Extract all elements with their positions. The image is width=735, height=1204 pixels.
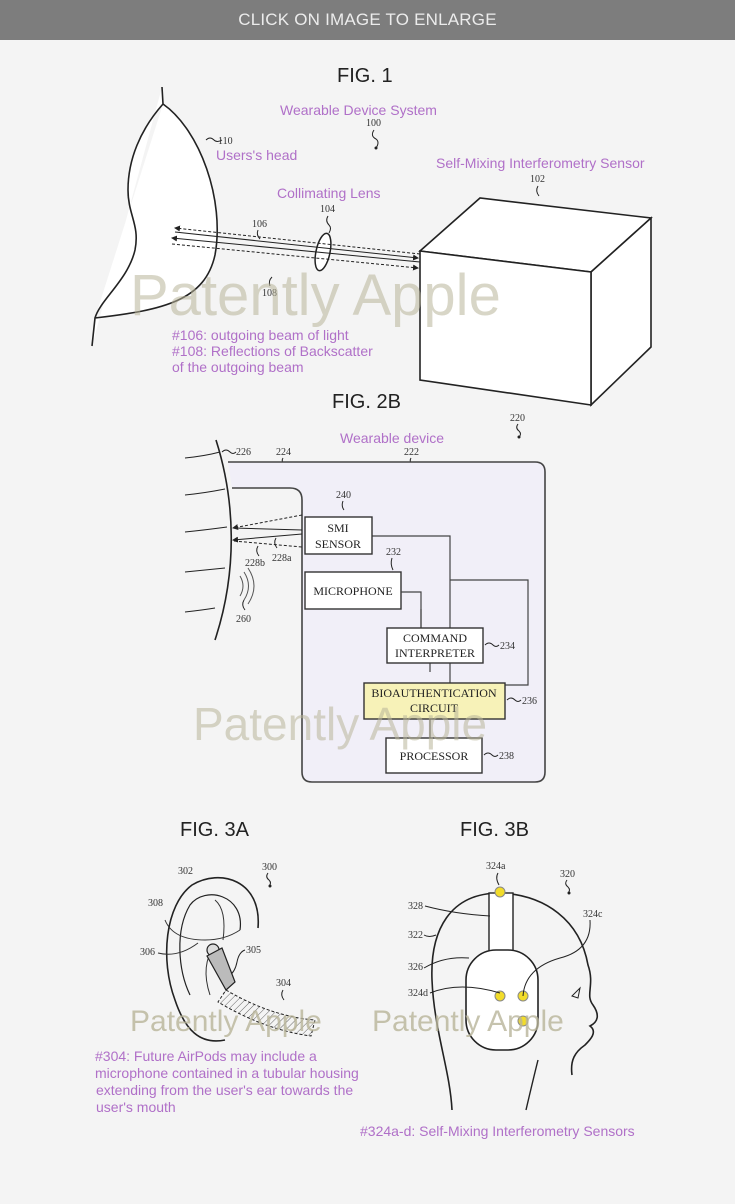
headband xyxy=(488,892,514,952)
smi-sensor-box xyxy=(418,197,653,407)
ref-305: 305 xyxy=(246,945,261,956)
ref-260: 260 xyxy=(236,614,251,625)
ref-322: 322 xyxy=(408,930,423,941)
fig1-note-2: #108: Reflections of Backscatter xyxy=(172,343,373,359)
device-label: Wearable device xyxy=(340,430,444,446)
sensor-324a-dot xyxy=(494,886,506,898)
ref-228b: 228b xyxy=(245,558,265,569)
svg-text:COMMAND: COMMAND xyxy=(403,631,467,645)
ref-222: 222 xyxy=(404,447,419,458)
fig3b: FIG. 3B 320 324a 328 322 324c 326 324d P… xyxy=(360,819,635,1139)
fig1-title: FIG. 1 xyxy=(337,65,393,87)
fig3a-title: FIG. 3A xyxy=(180,819,250,841)
svg-text:INTERPRETER: INTERPRETER xyxy=(395,646,475,660)
svg-text:MICROPHONE: MICROPHONE xyxy=(313,584,392,598)
ref-304: 304 xyxy=(276,978,291,989)
ref-326: 326 xyxy=(408,962,423,973)
fig1: FIG. 1 Wearable Device System 100 110 Us… xyxy=(91,65,653,407)
ref-226: 226 xyxy=(236,447,251,458)
ref-302: 302 xyxy=(178,866,193,877)
sensor-324d-dot xyxy=(494,990,506,1002)
fig3a-note-4: user's mouth xyxy=(96,1099,176,1115)
ear-outline xyxy=(165,876,259,1042)
watermark-2: Patently Apple xyxy=(193,698,487,750)
ref-110: 110 xyxy=(218,136,233,147)
ref-100: 100 xyxy=(366,118,381,129)
enlarge-label: CLICK ON IMAGE TO ENLARGE xyxy=(238,10,497,29)
smi-sensor-block: SMI SENSOR xyxy=(304,516,373,555)
ref-324d: 324d xyxy=(408,988,428,999)
ref-324c: 324c xyxy=(583,909,603,920)
lens-label: Collimating Lens xyxy=(277,185,381,201)
fig3a: FIG. 3A 300 302 308 306 305 304 Patently… xyxy=(95,819,359,1115)
microphone-block: MICROPHONE xyxy=(304,571,402,610)
ref-106: 106 xyxy=(252,219,267,230)
sensor-324b-dot xyxy=(517,1015,529,1027)
svg-text:CIRCUIT: CIRCUIT xyxy=(410,701,459,715)
ref-232: 232 xyxy=(386,547,401,558)
fig3a-note-2: microphone contained in a tubular housin… xyxy=(95,1065,359,1081)
ref-320: 320 xyxy=(560,869,575,880)
fig3b-title: FIG. 3B xyxy=(460,819,529,841)
sensor-label: Self-Mixing Interferometry Sensor xyxy=(436,155,645,171)
earbud-stem xyxy=(206,947,236,991)
watermark-3: Patently Apple xyxy=(130,1005,322,1038)
tubular-microphone-housing xyxy=(217,989,316,1037)
svg-text:SMI: SMI xyxy=(327,521,348,535)
ref-308: 308 xyxy=(148,898,163,909)
patent-figure-image[interactable]: FIG. 1 Wearable Device System 100 110 Us… xyxy=(0,40,735,1200)
ref-108: 108 xyxy=(262,288,277,299)
fig1-system-label: Wearable Device System xyxy=(280,102,437,118)
bioauthentication-circuit-block: BIOAUTHENTICATION CIRCUIT xyxy=(363,682,506,720)
ref-228a: 228a xyxy=(272,553,292,564)
ref-104: 104 xyxy=(320,204,335,215)
fig2b: FIG. 2B 220 Wearable device 226 224 222 … xyxy=(184,391,546,783)
enlarge-banner[interactable]: CLICK ON IMAGE TO ENLARGE xyxy=(0,0,735,40)
ref-224: 224 xyxy=(276,447,291,458)
svg-text:PROCESSOR: PROCESSOR xyxy=(400,749,469,763)
fig1-note-3: of the outgoing beam xyxy=(172,359,304,375)
ref-238: 238 xyxy=(499,751,514,762)
command-interpreter-block: COMMAND INTERPRETER xyxy=(386,627,484,664)
ref-102: 102 xyxy=(530,174,545,185)
ref-324a: 324a xyxy=(486,861,506,872)
ref-240: 240 xyxy=(336,490,351,501)
ref-300: 300 xyxy=(262,862,277,873)
watermark-4: Patently Apple xyxy=(372,1005,564,1038)
ref-220: 220 xyxy=(510,413,525,424)
ref-306: 306 xyxy=(140,947,155,958)
svg-text:BIOAUTHENTICATION: BIOAUTHENTICATION xyxy=(371,686,497,700)
fig2b-title: FIG. 2B xyxy=(332,391,401,413)
ref-234: 234 xyxy=(500,641,515,652)
processor-block: PROCESSOR xyxy=(385,737,483,774)
ref-328: 328 xyxy=(408,901,423,912)
fig3a-note-1: #304: Future AirPods may include a xyxy=(95,1048,317,1064)
fig1-note-1: #106: outgoing beam of light xyxy=(172,327,349,343)
fig3a-note-3: extending from the user's ear towards th… xyxy=(96,1082,353,1098)
svg-text:SENSOR: SENSOR xyxy=(315,537,361,551)
ref-236: 236 xyxy=(522,696,537,707)
user-head-outline xyxy=(91,86,219,347)
fig3b-note: #324a-d: Self-Mixing Interferometry Sens… xyxy=(360,1123,635,1139)
watermark-1: Patently Apple xyxy=(130,263,501,328)
head-label: Users's head xyxy=(216,147,297,163)
user-head-profile xyxy=(431,892,599,1111)
